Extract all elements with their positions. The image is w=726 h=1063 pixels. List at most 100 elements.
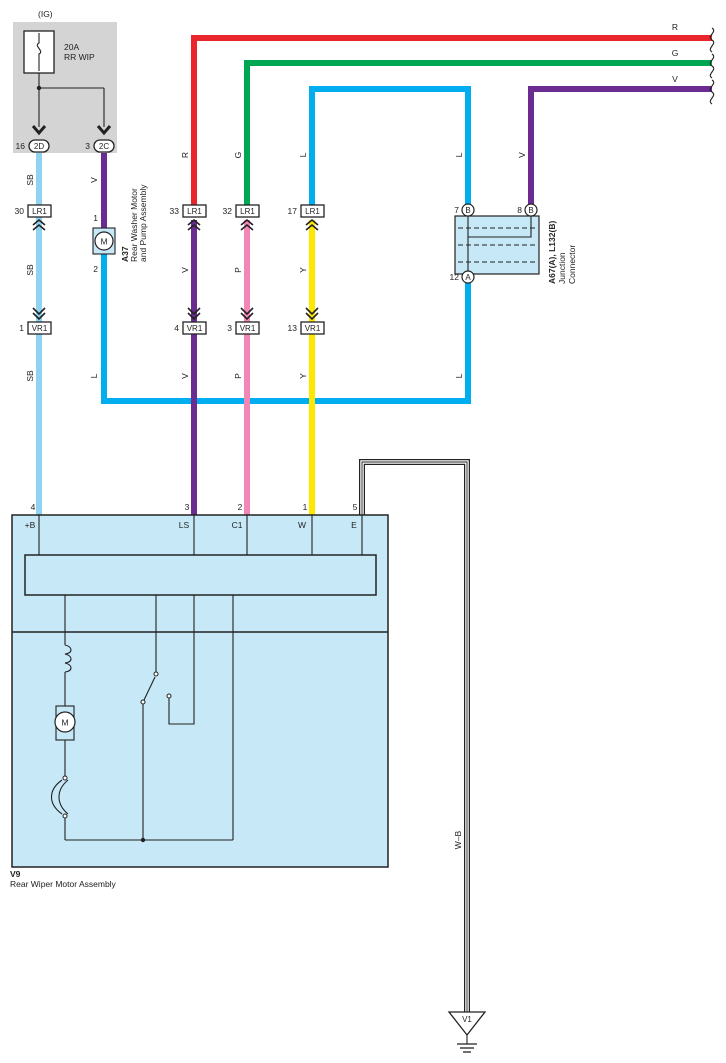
connector-pin: 1 — [19, 323, 24, 333]
junction-id: A67(A), L132(B) — [547, 221, 557, 284]
junction-pin12-circle — [461, 270, 475, 284]
wire-label-l-junction-top: L — [454, 152, 464, 157]
connector-box — [182, 204, 207, 218]
connector-2c-pin: 3 — [85, 141, 90, 151]
wire-r — [191, 35, 712, 210]
wire-label-v: V — [672, 74, 678, 84]
connector-name: LR1 — [240, 207, 255, 216]
wiper-motor-id: V9 — [10, 869, 21, 879]
connector-vr1-13: VR1 13 — [288, 307, 325, 335]
washer-motor-name-1: Rear Washer Motor — [129, 188, 139, 262]
wiper-motor-icon — [54, 711, 76, 733]
connector-pin: 33 — [170, 206, 180, 216]
terminal-pin-w: 1 — [303, 502, 308, 512]
connector-lr1-32: LR1 32 — [223, 204, 260, 231]
washer-motor-pin-top: 1 — [93, 213, 98, 223]
fuse-icon — [36, 33, 42, 71]
wire-label-sb-1: SB — [25, 174, 35, 186]
motor-icon — [94, 231, 114, 251]
connector-box — [235, 321, 260, 335]
wire-l-top — [309, 86, 471, 210]
wire-label-r: R — [672, 22, 678, 32]
breaker-terminal-bottom — [62, 813, 68, 819]
connector-pin: 4 — [174, 323, 179, 333]
wire-l-loop — [101, 252, 471, 404]
wire-label-y-1: Y — [298, 267, 308, 273]
terminal-name-e: E — [351, 520, 357, 530]
connector-chevron-icon — [32, 307, 46, 321]
connector-pin: 3 — [227, 323, 232, 333]
connector-box — [27, 204, 52, 218]
connector-chevron-icon — [305, 218, 319, 231]
connector-box — [300, 204, 325, 218]
coil-icon — [64, 644, 72, 673]
connector-pin: 32 — [223, 206, 233, 216]
circuit-breaker-icon-2 — [58, 779, 69, 815]
terminal-pin-ls: 3 — [185, 502, 190, 512]
circuit-breaker-icon — [50, 779, 63, 815]
junction-pin8: 8 — [517, 205, 522, 215]
fuse-box: (IG) 20A RR WIP — [13, 9, 117, 153]
connector-pin: 30 — [15, 206, 25, 216]
connector-box — [235, 204, 260, 218]
wire-label-sb-2: SB — [25, 264, 35, 276]
terminal-name-c1: C1 — [232, 520, 243, 530]
connector-lr1-33: LR1 33 — [170, 204, 207, 231]
wire-label-l-washer: L — [89, 373, 99, 378]
wire-label-wb: W–B — [453, 830, 463, 849]
connector-2d: 2D 16 — [16, 139, 50, 153]
junction-caption-id-group: A67(A), L132(B) — [547, 221, 557, 284]
ground-triangle — [447, 1011, 487, 1037]
connector-chevron-icon — [187, 307, 201, 321]
connector-chevron-icon — [240, 307, 254, 321]
connector-box — [300, 321, 325, 335]
connector-pin: 13 — [288, 323, 298, 333]
motor-symbol: M — [100, 237, 107, 247]
break-mark-v — [709, 79, 715, 105]
fuse-rating: 20A — [64, 42, 79, 52]
connector-pin: 17 — [288, 206, 298, 216]
fuse-terminal-left-icon — [31, 125, 47, 136]
wire-label-g: G — [672, 48, 679, 58]
switch-contact-right — [166, 693, 172, 699]
wiper-motor-symbol: M — [61, 718, 68, 728]
washer-motor-name-group-2: and Pump Assembly — [138, 184, 148, 262]
connector-box — [27, 321, 52, 335]
wire-v-top — [528, 86, 712, 205]
junction-pin8-tag: B — [528, 206, 533, 215]
wiper-control-unit — [24, 554, 377, 596]
wire-label-v-junction: V — [517, 152, 527, 158]
switch-arm-icon — [143, 676, 156, 701]
connector-name: LR1 — [305, 207, 320, 216]
connector-2c-label: 2C — [99, 142, 109, 151]
breaker-terminal-top — [62, 775, 68, 781]
junction-pin8-circle — [524, 203, 538, 217]
ig-label: (IG) — [38, 9, 53, 19]
internal-wire-ls — [168, 595, 195, 725]
terminal-pin-c1: 2 — [238, 502, 243, 512]
connector-name: VR1 — [240, 324, 256, 333]
washer-motor-name-2: and Pump Assembly — [138, 184, 148, 262]
connector-name: LR1 — [32, 207, 47, 216]
connector-vr1-4: VR1 4 — [174, 307, 207, 335]
wire-label-p-2: P — [233, 373, 243, 379]
wire-label-r-vert: R — [180, 152, 190, 158]
junction-name-1: Junction — [557, 252, 567, 284]
fuse-name: RR WIP — [64, 52, 95, 62]
connector-2c-oval — [93, 139, 115, 153]
washer-motor: M 1 2 A37 Rear Washer Motor and Pump Ass… — [92, 184, 148, 274]
terminal-name-w: W — [298, 520, 306, 530]
junction-name-2: Connector — [567, 245, 577, 284]
wiper-motor-body — [11, 514, 389, 868]
terminal-name-ls: LS — [179, 520, 190, 530]
wire-labels: R G V SB SB SB V L R V V G P P L Y Y L L… — [25, 22, 678, 849]
junction-bus — [467, 216, 532, 238]
connector-box — [182, 321, 207, 335]
junction-pin7-circle — [461, 203, 475, 217]
wire-label-y-2: Y — [298, 373, 308, 379]
wire-wb-core — [361, 461, 468, 1012]
connector-name: VR1 — [32, 324, 48, 333]
junction-pin7: 7 — [454, 205, 459, 215]
break-mark-g — [709, 53, 715, 79]
